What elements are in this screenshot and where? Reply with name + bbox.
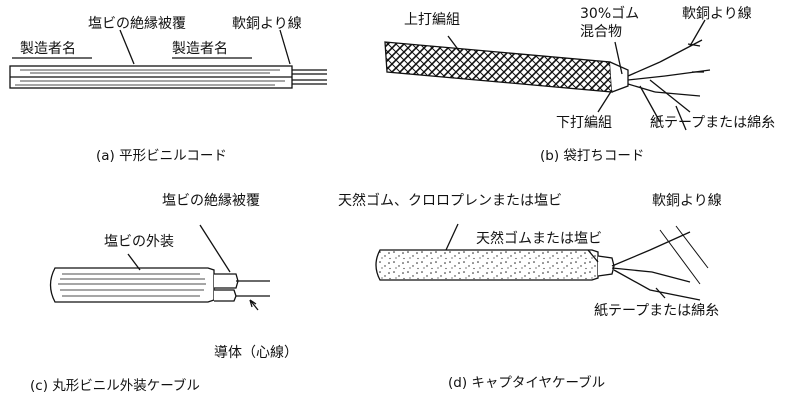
label-a-maker-name-2: 製造者名	[172, 41, 228, 57]
label-b-copper-wire: 軟銅より線	[682, 6, 752, 22]
label-a-maker-name-1: 製造者名	[20, 41, 76, 57]
diagram-d-cabtyre-cable	[375, 223, 709, 301]
diagram-a-flat-cord	[9, 29, 327, 89]
cabtyre-sheath	[375, 249, 599, 281]
label-d-copper-wire: 軟銅より線	[652, 193, 722, 209]
braided-cord-body	[384, 41, 613, 93]
label-c-sheath: 塩ビの外装	[104, 234, 174, 250]
diagram-c-round-cable	[49, 224, 270, 311]
label-d-outer-sheath: 天然ゴム、クロロプレンまたは塩ビ	[338, 193, 562, 209]
caption-c: (c) 丸形ビニル外装ケーブル	[30, 378, 200, 394]
label-d-paper-tape: 紙テープまたは綿糸	[594, 303, 720, 319]
round-cable-sheath	[49, 267, 215, 303]
label-b-paper-tape: 紙テープまたは綿糸	[650, 115, 776, 131]
diagram-b-braided-cord	[384, 19, 711, 131]
label-c-conductor: 導体（心線）	[214, 345, 298, 361]
label-a-copper-wire: 軟銅より線	[232, 16, 302, 32]
caption-a: (a) 平形ビニルコード	[96, 148, 227, 164]
label-b-rubber-line2: 混合物	[580, 24, 622, 40]
caption-d: (d) キャプタイヤケーブル	[448, 375, 606, 391]
label-a-insulation: 塩ビの絶縁被覆	[88, 16, 186, 32]
label-b-lower-braid: 下打編組	[556, 115, 612, 131]
label-c-insulation: 塩ビの絶縁被覆	[162, 193, 260, 209]
caption-b: (b) 袋打ちコード	[540, 148, 645, 164]
label-d-inner-insulation: 天然ゴムまたは塩ビ	[476, 231, 602, 247]
label-b-rubber-line1: 30%ゴム	[580, 6, 640, 22]
label-b-upper-braid: 上打編組	[404, 12, 460, 28]
